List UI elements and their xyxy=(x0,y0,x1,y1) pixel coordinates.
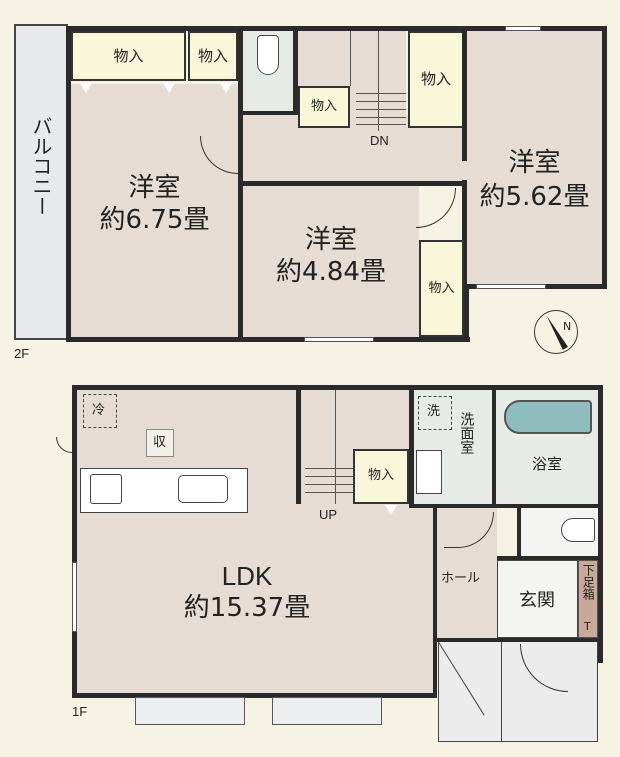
toilet-2f xyxy=(243,31,293,111)
room-size: 約5.62畳 xyxy=(479,182,590,212)
room-size: 約4.84畳 xyxy=(276,257,386,287)
balcony-label: バルコニー xyxy=(29,116,53,216)
closet-1f: 物入 xyxy=(353,449,409,504)
closet-label: 物入 xyxy=(367,468,394,483)
hall-label: ホール xyxy=(441,571,481,586)
ldk-label: LDK xyxy=(221,561,273,591)
balcony: バルコニー xyxy=(14,24,68,340)
floor-label-2f: 2F xyxy=(14,346,30,361)
toilet-icon xyxy=(561,518,595,542)
closet: 物入 xyxy=(419,240,464,337)
storage-mark: 収 xyxy=(146,429,174,457)
bathroom-label: 浴室 xyxy=(531,455,562,473)
toilet-icon xyxy=(257,35,279,75)
bathtub-icon xyxy=(504,400,592,434)
bathroom: 浴室 xyxy=(496,390,598,504)
closet: 物入 xyxy=(188,31,238,81)
ldk-size: 約15.37畳 xyxy=(183,593,311,623)
floor-label-1f: 1F xyxy=(72,704,88,719)
storage-mark-label: 収 xyxy=(153,435,167,450)
closet-label: 物入 xyxy=(113,47,144,65)
toilet-1f xyxy=(521,508,598,556)
room-name: 洋室 xyxy=(508,148,561,178)
washer-space: 洗 xyxy=(418,396,452,430)
closet: 物入 xyxy=(298,86,350,128)
porch xyxy=(438,642,598,742)
closet: 物入 xyxy=(408,31,464,128)
entrance-label: 玄関 xyxy=(519,590,555,611)
side-door xyxy=(56,437,72,453)
compass-label: N xyxy=(563,320,572,333)
shoe-box-label: 下足箱 xyxy=(581,564,596,600)
vanity-sink xyxy=(416,450,442,494)
room-size: 約6.75畳 xyxy=(99,205,210,235)
stove-icon xyxy=(90,474,122,504)
fridge-label: 冷 xyxy=(92,403,106,418)
compass-north-icon: N xyxy=(534,310,578,354)
washroom-label: 洗面室 xyxy=(458,412,475,454)
stairs-up-label: UP xyxy=(319,507,338,522)
room-name: 洋室 xyxy=(304,225,357,255)
sink-icon xyxy=(178,475,228,503)
closet: 物入 xyxy=(71,31,186,81)
western-room-6-75: 洋室 約6.75畳 xyxy=(71,84,238,337)
western-room-4-84: 洋室 約4.84畳 xyxy=(243,186,419,337)
closet-label: 物入 xyxy=(428,281,455,296)
closet-label: 物入 xyxy=(310,99,337,114)
kitchen-counter xyxy=(80,468,248,513)
shoe-box-mark: T xyxy=(584,620,591,633)
closet-label: 物入 xyxy=(197,47,228,65)
washer-label: 洗 xyxy=(427,404,441,419)
washroom: 洗 洗面室 xyxy=(414,390,492,504)
western-room-5-62: 洋室 約5.62畳 xyxy=(467,31,602,284)
shoe-box: 下足箱 T xyxy=(578,560,598,638)
entrance: 玄関 xyxy=(497,560,578,638)
room-name: 洋室 xyxy=(128,173,181,203)
closet-label: 物入 xyxy=(420,70,451,88)
fridge-space: 冷 xyxy=(83,394,117,428)
stairs-down-label: DN xyxy=(370,133,389,148)
